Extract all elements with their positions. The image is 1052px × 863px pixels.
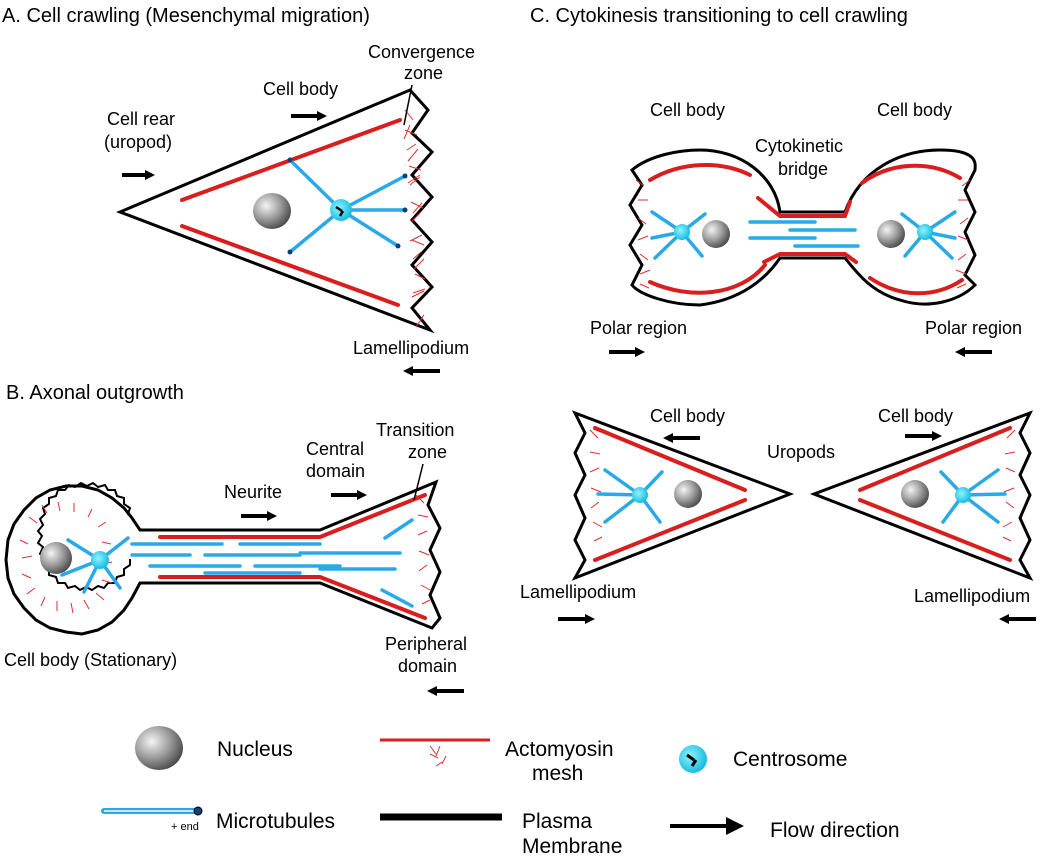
legend-plus-end-label: + end: [171, 821, 199, 833]
panel-a-title: A. Cell crawling (Mesenchymal migration): [2, 5, 370, 27]
label-c-cell-body-left: Cell body: [650, 100, 725, 120]
panel-a: A. Cell crawling (Mesenchymal migration): [2, 5, 475, 376]
label-c-cell-body-right: Cell body: [877, 100, 952, 120]
pointer-convergence: [403, 84, 413, 126]
dividing-cell-actomyosin: [635, 162, 971, 296]
label-c-lamellipodium-right: Lamellipodium: [914, 586, 1030, 606]
label-transition-zone: zone: [408, 442, 447, 462]
legend-plasma-label: Plasma: [522, 810, 592, 833]
legend-membrane-label: Membrane: [522, 835, 622, 858]
legend: Nucleus Actomyosin mesh Centrosome + end…: [101, 726, 900, 858]
daughter-left-nucleus: [674, 480, 702, 508]
legend-actomyosin-mesh-icon: [429, 745, 447, 767]
label-uropod: (uropod): [104, 132, 172, 152]
panel-c: C. Cytokinesis transitioning to cell cra…: [520, 5, 1036, 624]
legend-actomyosin-label: Actomyosin: [505, 738, 614, 761]
dividing-centrosome-right: [917, 224, 933, 240]
dividing-centrosome-left: [674, 224, 690, 240]
label-transition: Transition: [376, 420, 454, 440]
daughter-left-actomyosin: [589, 426, 747, 562]
label-uropods: Uropods: [767, 442, 835, 462]
dividing-nucleus-left: [702, 220, 730, 248]
label-cell-rear: Cell rear: [107, 109, 175, 129]
neuron-centrosome: [91, 551, 109, 569]
label-polar-right: Polar region: [925, 318, 1022, 338]
label-c-lamellipodium-left: Lamellipodium: [520, 582, 636, 602]
label-c-cell-body-lower-left: Cell body: [650, 406, 725, 426]
dividing-cell-membrane: [628, 148, 978, 307]
pointer-transition: [413, 463, 424, 501]
panel-b-title: B. Axonal outgrowth: [6, 382, 184, 404]
neuron-nucleus: [40, 542, 72, 574]
label-convergence: Convergence: [368, 42, 475, 62]
daughter-right-nucleus: [901, 480, 929, 508]
daughter-right-centrosome: [955, 487, 971, 503]
label-bridge: bridge: [778, 159, 828, 179]
dividing-nucleus-right: [877, 220, 905, 248]
soma-jagged-edge: [36, 481, 141, 592]
legend-actomyosin-mesh-label: mesh: [532, 762, 583, 785]
legend-nucleus-label: Nucleus: [217, 738, 293, 761]
legend-microtubules-label: Microtubules: [216, 810, 335, 833]
label-central: Central: [306, 439, 364, 459]
legend-centrosome-label: Centrosome: [733, 748, 847, 771]
neuron-actomyosin: [19, 493, 431, 620]
label-peripheral: Peripheral: [385, 634, 467, 654]
cell-a-nucleus: [253, 193, 291, 229]
label-convergence-zone: zone: [404, 63, 443, 83]
label-cell-body-stationary: Cell body (Stationary): [4, 650, 177, 670]
legend-flow-label: Flow direction: [770, 819, 900, 842]
label-cell-body-a: Cell body: [263, 79, 338, 99]
label-peripheral-domain: domain: [398, 656, 457, 676]
label-neurite: Neurite: [224, 482, 282, 502]
daughter-right-actomyosin: [858, 426, 1016, 562]
label-lamellipodium-a: Lamellipodium: [353, 338, 469, 358]
legend-nucleus-icon: [135, 726, 183, 770]
label-polar-left: Polar region: [590, 318, 687, 338]
daughter-left-centrosome: [632, 487, 648, 503]
panel-c-title: C. Cytokinesis transitioning to cell cra…: [530, 5, 908, 27]
panel-b: B. Axonal outgrowth: [4, 382, 467, 696]
label-central-domain: domain: [306, 461, 365, 481]
label-c-cell-body-lower-right: Cell body: [878, 406, 953, 426]
label-cytokinetic: Cytokinetic: [755, 136, 843, 156]
